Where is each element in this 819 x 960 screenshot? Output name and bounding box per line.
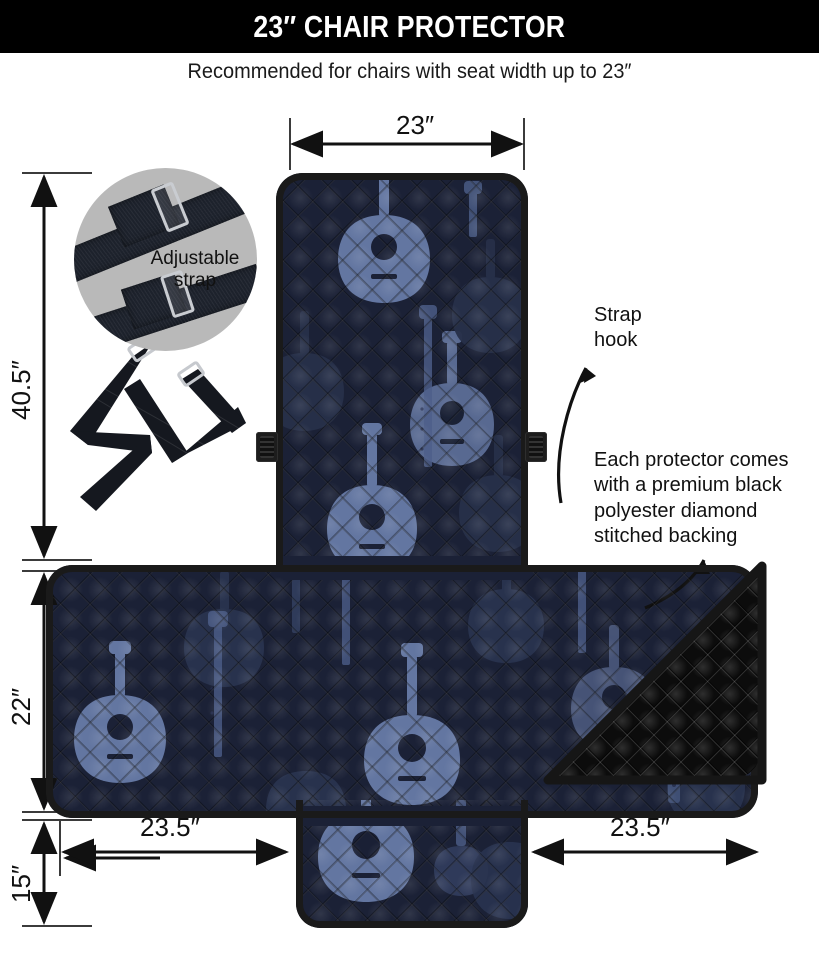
loose-strap-buckle-2 bbox=[177, 361, 205, 387]
annotation-backing-line4: stitched backing bbox=[594, 525, 738, 548]
header-bar: 23″ CHAIR PROTECTOR bbox=[0, 0, 819, 53]
strap-segment-6 bbox=[182, 369, 246, 433]
guitar-pattern-back bbox=[276, 173, 528, 571]
annotation-backing-line1: Each protector comes bbox=[594, 449, 789, 471]
strap-hook-right-ribs bbox=[529, 436, 543, 458]
adjustable-strap-label: Adjustable strap bbox=[140, 248, 250, 292]
dim-seat-depth: 22″ bbox=[6, 687, 36, 726]
guitar-pattern-drop bbox=[296, 800, 528, 928]
annotation-strap-hook: Strap hook bbox=[594, 303, 642, 354]
seam-seat-to-drop bbox=[303, 806, 521, 826]
annotation-backing: Each protector comes with a premium blac… bbox=[594, 448, 804, 550]
strap-segment-3 bbox=[80, 435, 152, 511]
annotation-strap-hook-line1: Strap bbox=[594, 304, 642, 326]
protector-back-panel bbox=[276, 173, 528, 571]
dim-back-height: 40.5″ bbox=[6, 360, 36, 420]
page-title: 23″ CHAIR PROTECTOR bbox=[253, 8, 566, 44]
annotation-backing-line3: polyester diamond bbox=[594, 499, 758, 522]
strap-hook-right bbox=[525, 432, 547, 462]
adjustable-strap-label-line2: strap bbox=[173, 269, 217, 291]
strap-segment-4 bbox=[124, 379, 188, 463]
page-subtitle: Recommended for chairs with seat width u… bbox=[187, 60, 632, 83]
seam-back-to-seat bbox=[283, 556, 521, 580]
strap-hook-left bbox=[256, 432, 278, 462]
adjustable-strap-inset bbox=[74, 168, 257, 351]
strap-hook-left-ribs bbox=[260, 436, 274, 458]
annotation-backing-line2: with a premium black bbox=[594, 474, 782, 497]
dim-top-width: 23″ bbox=[396, 110, 435, 140]
strap-segment-2 bbox=[70, 431, 152, 453]
loose-straps-photo bbox=[70, 335, 251, 511]
adjustable-strap-label-line1: Adjustable bbox=[150, 248, 240, 269]
dim-front-drop: 15″ bbox=[6, 864, 36, 903]
strap-segment-1 bbox=[70, 343, 152, 445]
annotation-strap-hook-line2: hook bbox=[594, 329, 638, 352]
